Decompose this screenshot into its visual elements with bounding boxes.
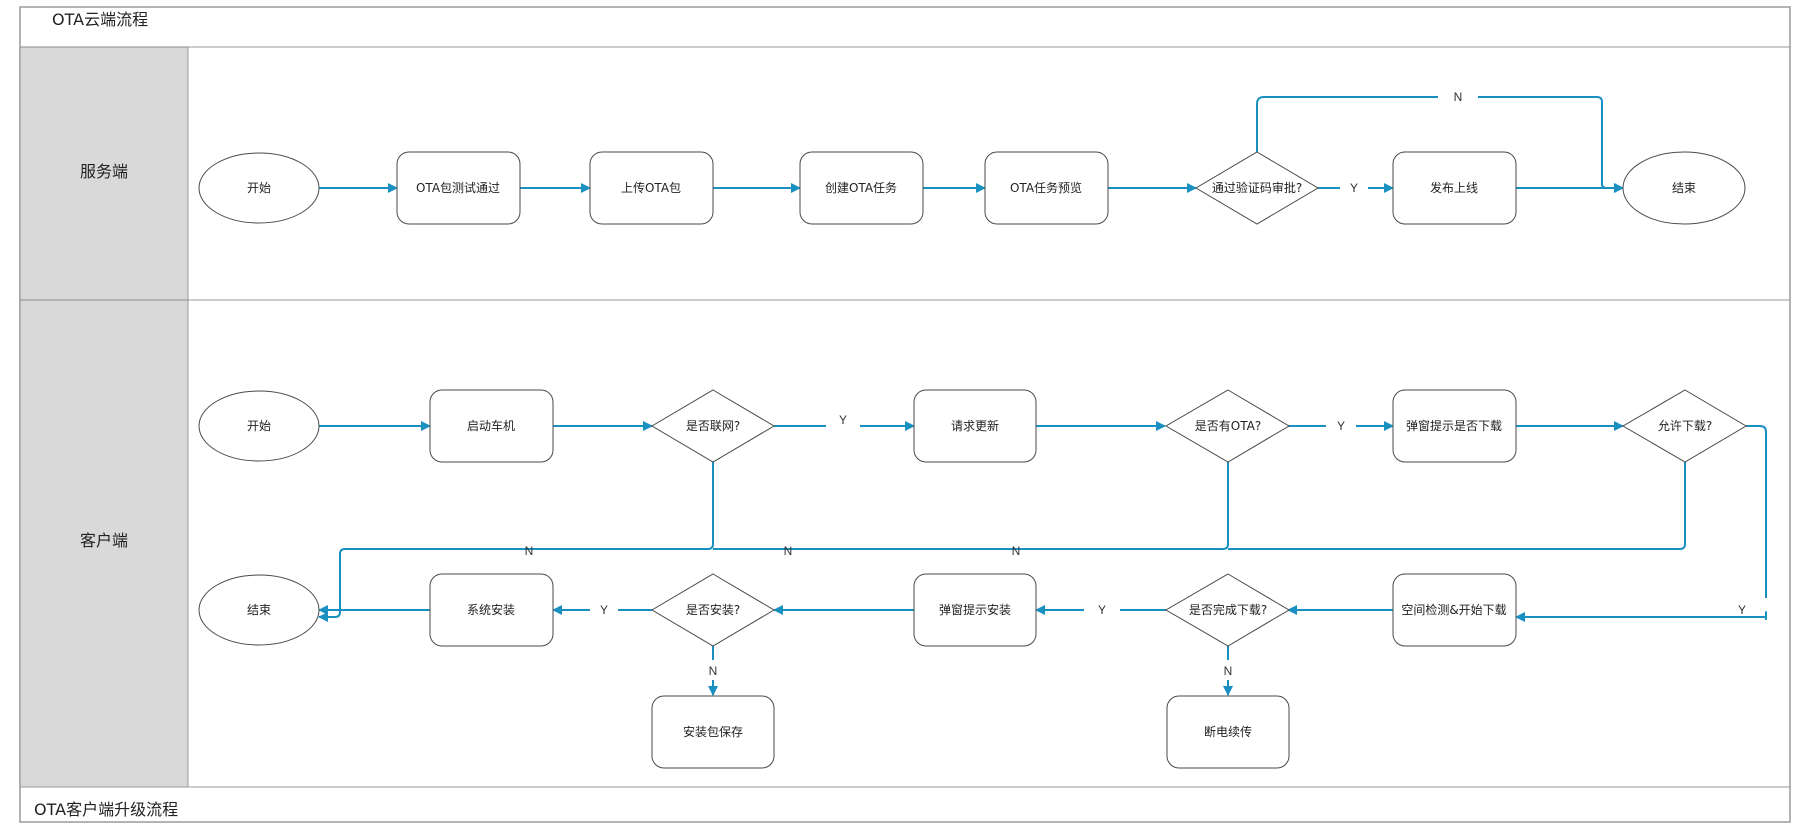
node-c-end: 结束 <box>198 574 320 646</box>
node-c-has-ota: 是否有OTA? <box>1165 389 1290 463</box>
label-online-no: N <box>525 544 534 558</box>
node-c-resume-label: 断电续传 <box>1204 724 1252 739</box>
label-install-no: N <box>709 664 718 678</box>
node-s-end: 结束 <box>1622 151 1746 225</box>
node-s-end-label: 结束 <box>1672 181 1696 195</box>
node-s-upload-label: 上传OTA包 <box>621 180 681 195</box>
node-c-online: 是否联网? <box>651 389 775 463</box>
node-c-resume: 断电续传 <box>1166 695 1290 769</box>
label-verify-yes: Y <box>1350 181 1358 195</box>
node-s-create-label: 创建OTA任务 <box>825 180 897 195</box>
node-s-start: 开始 <box>198 152 320 224</box>
node-c-sys-install-label: 系统安装 <box>467 602 515 617</box>
node-c-prompt-dl: 弹窗提示是否下载 <box>1392 389 1517 463</box>
bottom-title: OTA客户端升级流程 <box>34 800 178 819</box>
node-s-publish: 发布上线 <box>1392 151 1517 225</box>
edge-s-verify-no-b <box>1478 96 1624 193</box>
node-s-create: 创建OTA任务 <box>799 151 924 225</box>
label-allow-yes: Y <box>1738 603 1746 617</box>
node-c-start: 开始 <box>198 390 320 462</box>
node-s-test: OTA包测试通过 <box>396 151 521 225</box>
node-c-request-label: 请求更新 <box>951 418 999 433</box>
node-s-upload: 上传OTA包 <box>589 151 714 225</box>
node-s-verify-label: 通过验证码审批? <box>1212 180 1302 195</box>
node-c-dl-done: 是否完成下载? <box>1165 573 1290 647</box>
connectors <box>318 96 1767 696</box>
node-s-start-label: 开始 <box>247 181 271 195</box>
node-c-prompt-dl-label: 弹窗提示是否下载 <box>1406 418 1502 433</box>
label-install-yes: Y <box>600 603 608 617</box>
label-online-yes: Y <box>839 413 847 427</box>
lane-header-server <box>19 46 189 301</box>
label-dldone-yes: Y <box>1098 603 1106 617</box>
node-c-prompt-install: 弹窗提示安装 <box>913 573 1037 647</box>
lane-label-server: 服务端 <box>80 162 128 181</box>
label-hasota-no: N <box>784 544 793 558</box>
node-s-preview: OTA任务预览 <box>984 151 1109 225</box>
node-c-sys-install: 系统安装 <box>429 573 554 647</box>
node-c-save-label: 安装包保存 <box>683 724 743 739</box>
edge-c-allow-yes-b <box>1515 611 1767 622</box>
label-allow-no: N <box>1012 544 1021 558</box>
node-c-allow-dl-label: 允许下载? <box>1658 418 1712 433</box>
node-s-test-label: OTA包测试通过 <box>416 180 500 195</box>
edge-c-online-no <box>318 462 714 622</box>
label-dldone-no: N <box>1224 664 1233 678</box>
node-c-request: 请求更新 <box>913 389 1037 463</box>
node-s-verify: 通过验证码审批? <box>1195 151 1319 225</box>
node-c-start-label: 开始 <box>247 419 271 433</box>
label-hasota-yes: Y <box>1337 419 1345 433</box>
node-c-boot-label: 启动车机 <box>467 418 515 433</box>
node-c-has-ota-label: 是否有OTA? <box>1195 419 1261 433</box>
top-title: OTA云端流程 <box>52 10 148 29</box>
label-verify-no: N <box>1454 90 1463 104</box>
node-c-space: 空间检测&开始下载 <box>1392 573 1517 647</box>
edge-c-allow-no <box>1228 462 1686 550</box>
node-c-install-q: 是否安装? <box>651 573 775 647</box>
node-s-publish-label: 发布上线 <box>1430 180 1478 195</box>
node-c-dl-done-label: 是否完成下载? <box>1189 602 1267 617</box>
node-s-preview-label: OTA任务预览 <box>1010 180 1082 195</box>
edge-c-hasota-no <box>713 462 1229 550</box>
edge-s-verify-no-a <box>1256 96 1438 153</box>
node-c-space-label: 空间检测&开始下载 <box>1401 602 1506 617</box>
lane-label-client: 客户端 <box>80 531 128 550</box>
node-c-online-label: 是否联网? <box>686 419 740 433</box>
edge-c-allow-yes-a <box>1746 425 1767 598</box>
node-c-install-q-label: 是否安装? <box>686 602 740 617</box>
node-c-save: 安装包保存 <box>651 695 775 769</box>
node-c-boot: 启动车机 <box>429 389 554 463</box>
node-c-allow-dl: 允许下载? <box>1622 389 1747 463</box>
node-c-prompt-install-label: 弹窗提示安装 <box>939 602 1011 617</box>
node-c-end-label: 结束 <box>247 603 271 617</box>
